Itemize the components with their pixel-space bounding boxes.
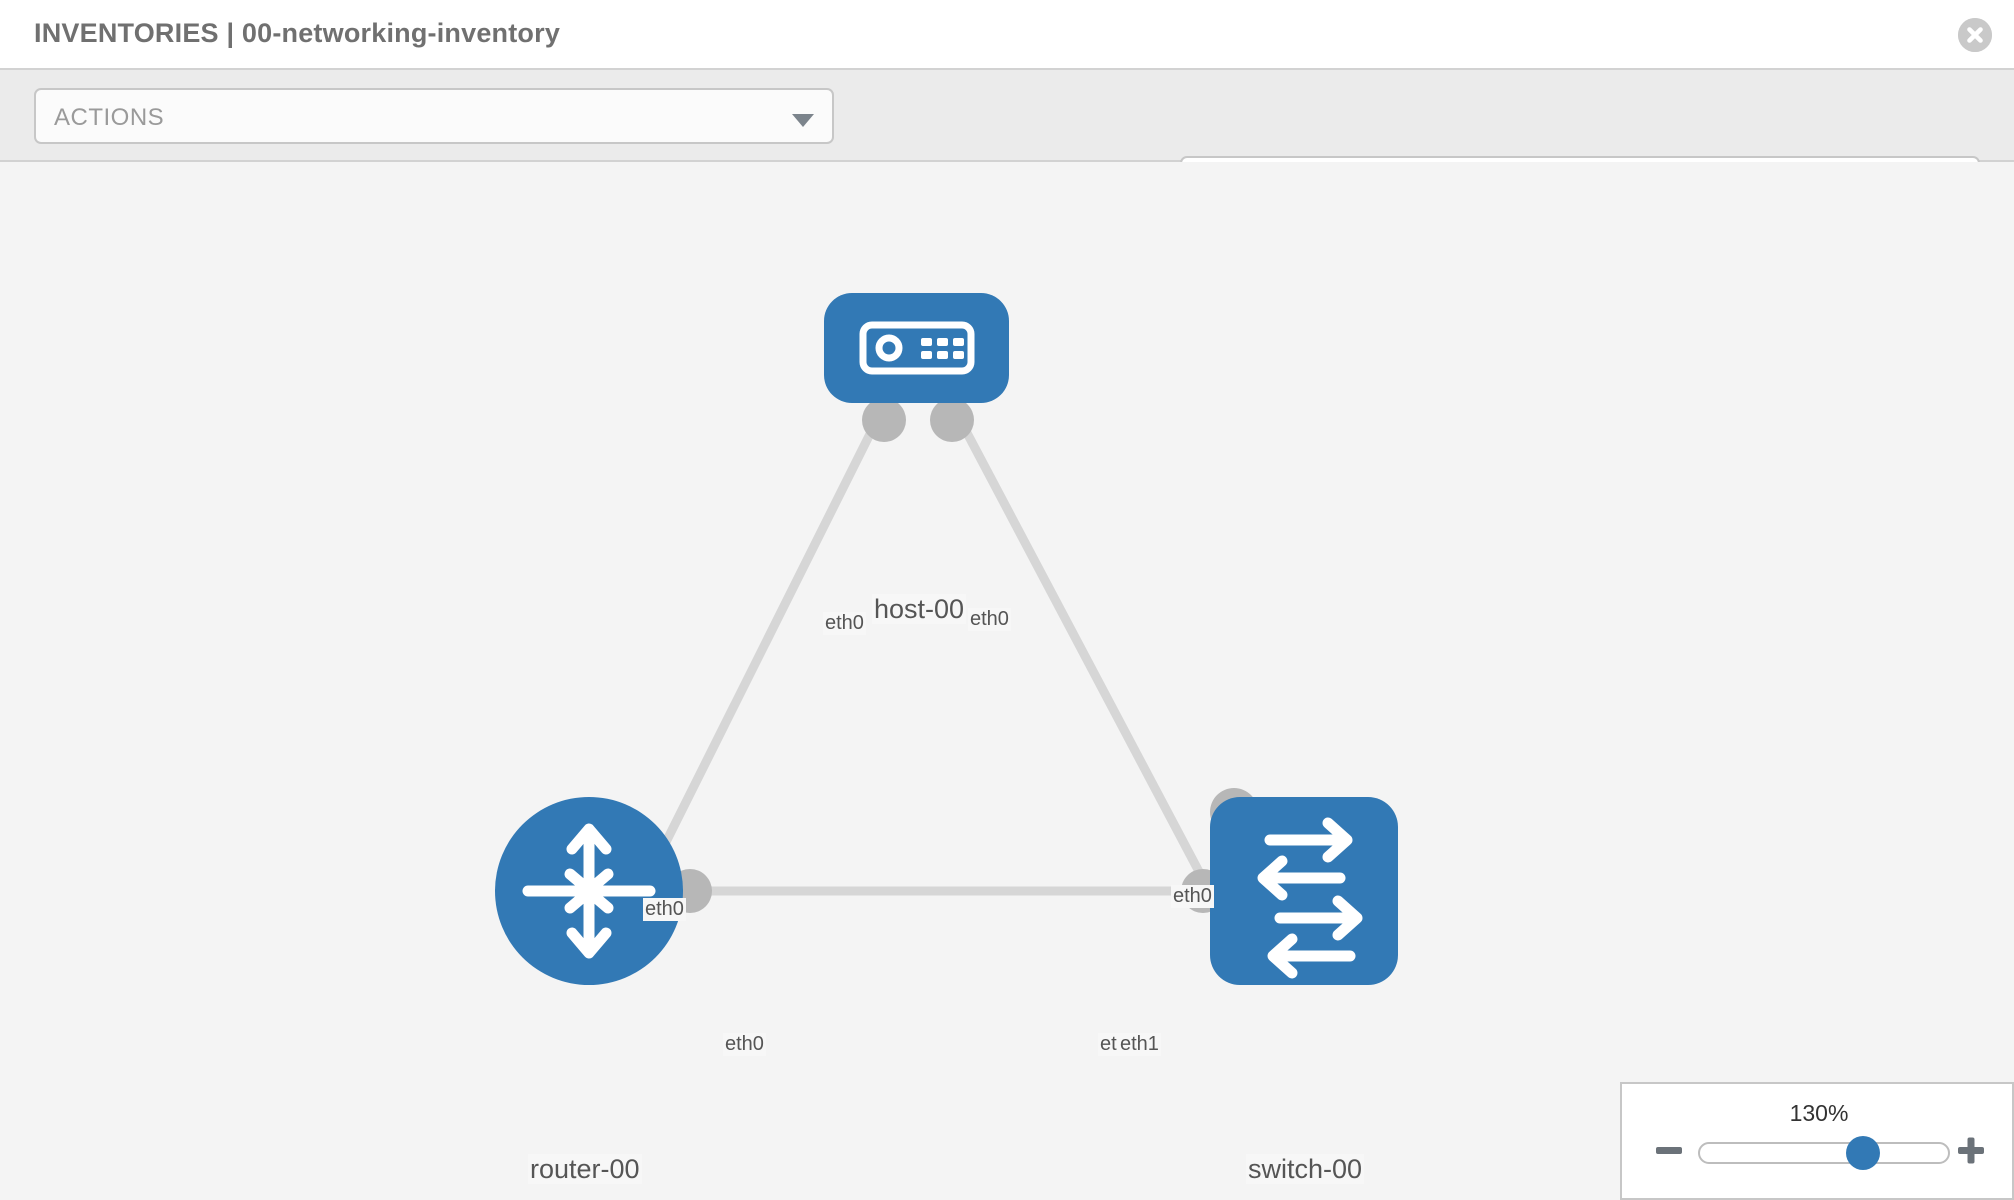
plus-icon[interactable] <box>1956 1136 1986 1166</box>
node-router-00 <box>495 797 683 985</box>
topology-edges <box>615 411 1236 937</box>
zoom-percent-label: 130% <box>1789 1100 1849 1126</box>
edge-label-host00-router00-target: eth0 <box>643 898 686 921</box>
node-host-00 <box>824 293 1009 403</box>
connector-host00-right <box>930 398 974 442</box>
actions-dropdown-label: ACTIONS <box>54 104 165 131</box>
chevron-down-icon <box>792 114 814 127</box>
connector-host00-left <box>862 398 906 442</box>
node-label-switch-00: switch-00 <box>1246 1154 1365 1185</box>
minus-icon[interactable] <box>1654 1136 1684 1166</box>
toolbar: ACTIONS SEARCH <box>0 68 2014 212</box>
edge-label-router00-switch00-target-b: eth1 <box>1118 1033 1161 1056</box>
edge-label-host00-switch00-target: eth0 <box>1171 885 1214 908</box>
close-icon[interactable] <box>1958 18 1992 52</box>
zoom-control-panel: 130% <box>1620 1082 2014 1200</box>
edge-label-host00-router00-source: eth0 <box>823 612 866 635</box>
edge-label-router00-switch00-source: eth0 <box>723 1033 766 1056</box>
edge-label-host00-switch00-source: eth0 <box>968 608 1011 631</box>
actions-dropdown[interactable]: ACTIONS <box>34 88 834 144</box>
page-header: INVENTORIES | 00-networking-inventory <box>0 0 2014 68</box>
zoom-slider-thumb[interactable] <box>1846 1136 1880 1170</box>
node-switch-00 <box>1210 797 1398 985</box>
page-title: INVENTORIES | 00-networking-inventory <box>34 18 561 48</box>
edge-host00-switch00 <box>953 411 1236 937</box>
zoom-slider-track[interactable] <box>1698 1142 1950 1164</box>
node-label-host-00: host-00 <box>872 594 967 625</box>
topology-canvas[interactable]: host-00 router-00 switch-00 eth0 eth0 et… <box>0 162 2014 1200</box>
topology-graph <box>495 293 1398 985</box>
node-label-router-00: router-00 <box>528 1154 642 1185</box>
